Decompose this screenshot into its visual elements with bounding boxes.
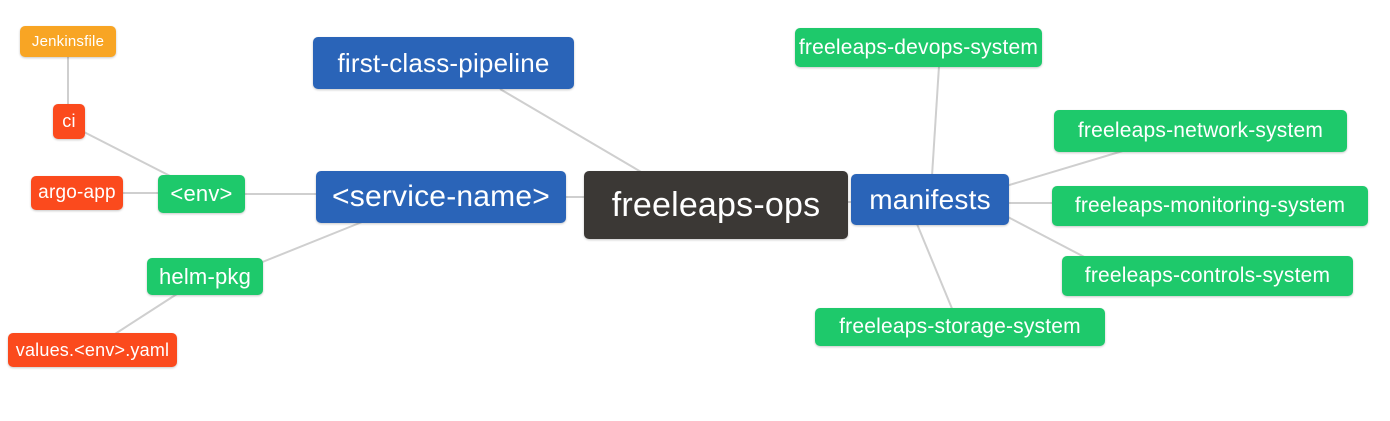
node-service-name[interactable]: <service-name> [316,171,566,223]
edge-manifests-controls [1005,215,1093,262]
node-first-class-pipeline[interactable]: first-class-pipeline [313,37,574,89]
node-freeleaps-ops-root[interactable]: freeleaps-ops [584,171,848,239]
edge-values-helmpkg [114,291,181,335]
node-freeleaps-devops-system[interactable]: freeleaps-devops-system [795,28,1042,67]
node-helm-pkg[interactable]: helm-pkg [147,258,263,295]
edge-manifests-devops [931,65,940,177]
node-env[interactable]: <env> [158,175,245,213]
edge-manifests-storage [916,223,954,312]
node-ci[interactable]: ci [53,104,85,139]
node-jenkinsfile[interactable]: Jenkinsfile [20,26,116,57]
node-freeleaps-controls-system[interactable]: freeleaps-controls-system [1062,256,1353,296]
node-manifests[interactable]: manifests [851,174,1009,225]
edge-fcp-ops [499,88,649,177]
edge-manifests-network [1005,149,1127,187]
node-freeleaps-storage-system[interactable]: freeleaps-storage-system [815,308,1105,346]
node-argo-app[interactable]: argo-app [31,176,123,210]
node-values-env-yaml[interactable]: values.<env>.yaml [8,333,177,367]
node-freeleaps-monitoring-system[interactable]: freeleaps-monitoring-system [1052,186,1368,226]
edge-helmpkg-service [254,221,363,266]
edge-ci-env [81,130,179,181]
node-freeleaps-network-system[interactable]: freeleaps-network-system [1054,110,1347,152]
